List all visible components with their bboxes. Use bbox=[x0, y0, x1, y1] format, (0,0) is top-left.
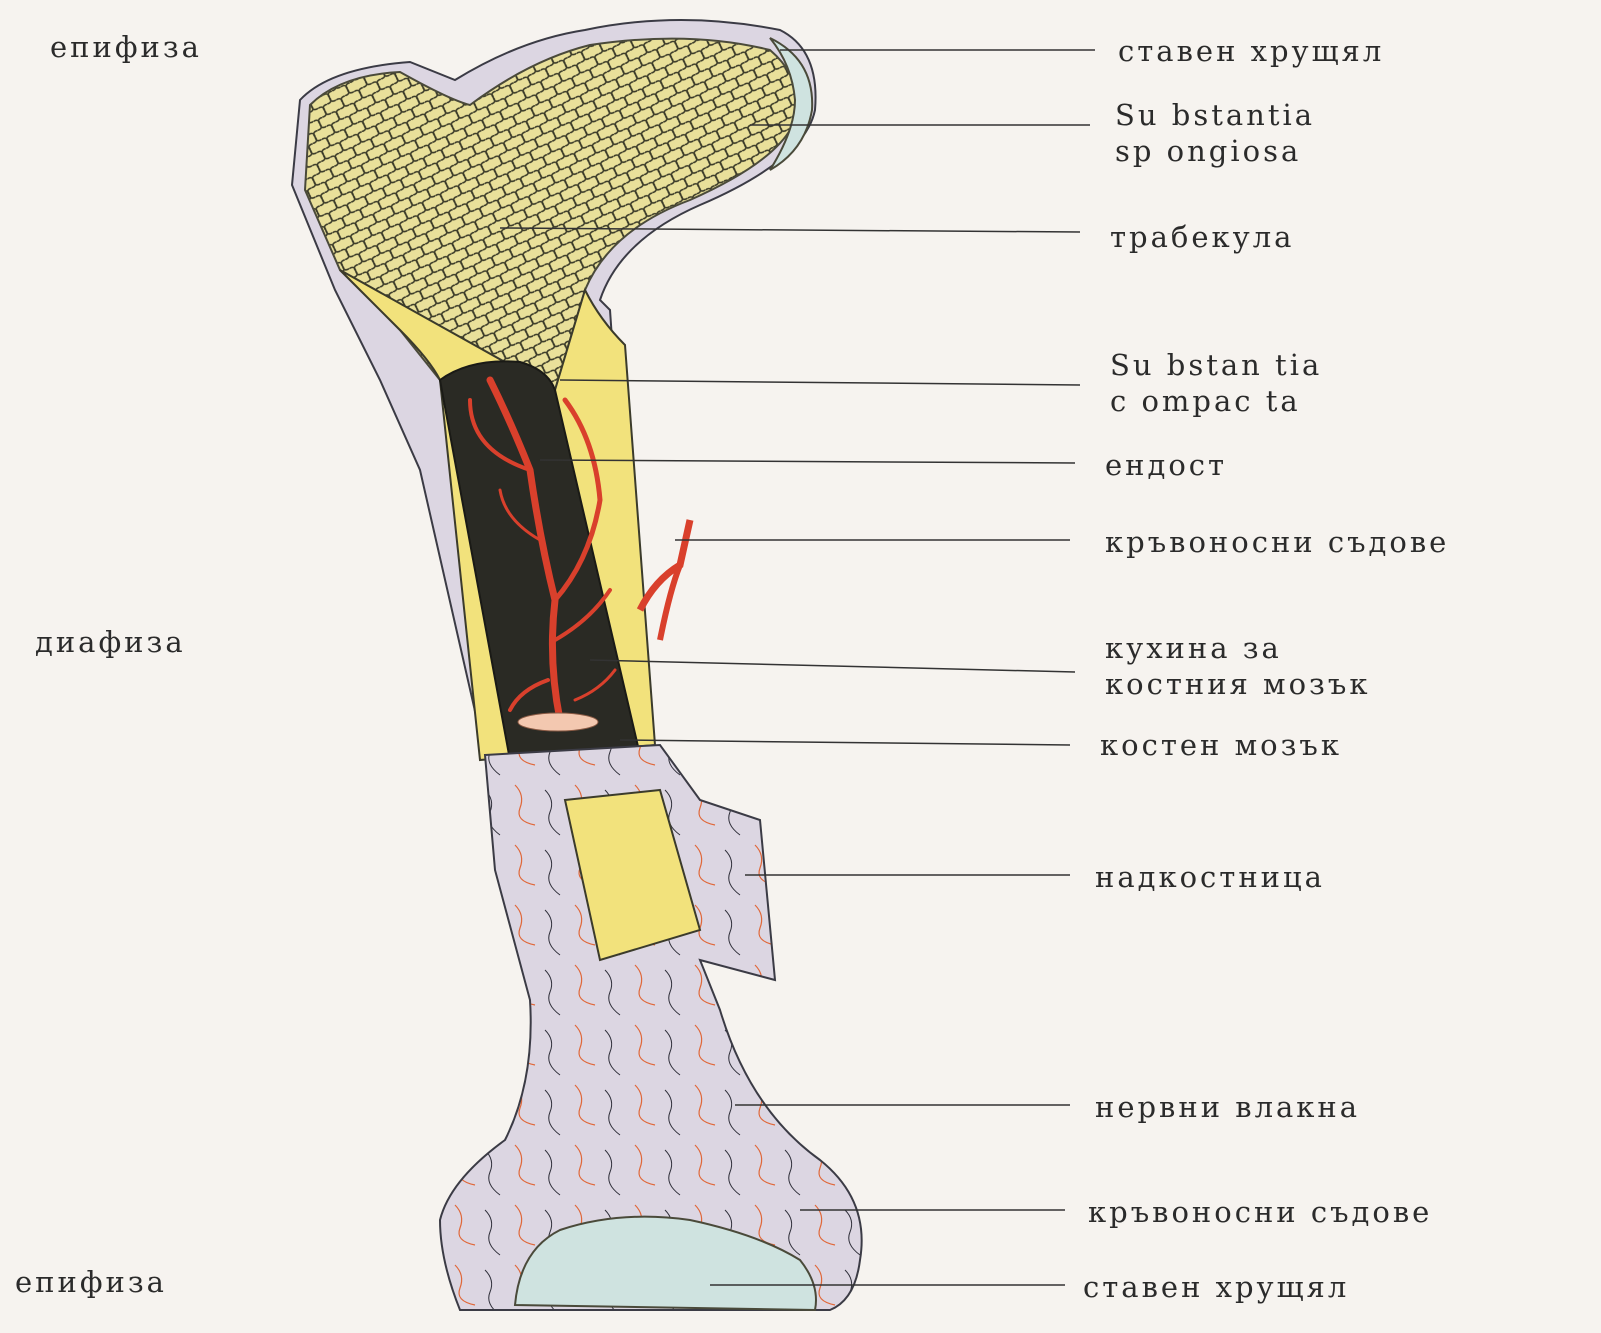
label-epiphysis-top: епифиза bbox=[50, 30, 202, 64]
label-epiphysis-bottom: епифиза bbox=[15, 1265, 167, 1299]
label-diaphysis: диафиза bbox=[35, 625, 186, 659]
label-substantia-compacta: Su bstan tia c ompac ta bbox=[1110, 347, 1322, 419]
label-bone-marrow: костен мозък bbox=[1100, 728, 1342, 762]
label-spongiosa-line1: Su bstantia bbox=[1115, 97, 1315, 133]
label-nerve-fibers: нервни влакна bbox=[1095, 1090, 1360, 1124]
label-blood-vessels-top: кръвоносни съдове bbox=[1105, 525, 1449, 559]
label-endosteum: ендост bbox=[1105, 448, 1227, 482]
label-marrow-cavity: кухина за костния мозък bbox=[1105, 630, 1370, 702]
label-compacta-line1: Su bstan tia bbox=[1110, 347, 1322, 383]
label-blood-vessels-bottom: кръвоносни съдове bbox=[1088, 1195, 1432, 1229]
label-articular-cartilage-top: ставен хрущял bbox=[1118, 34, 1384, 68]
label-cavity-line2: костния мозък bbox=[1105, 666, 1370, 702]
label-periosteum: надкостница bbox=[1095, 860, 1325, 894]
label-cavity-line1: кухина за bbox=[1105, 630, 1370, 666]
label-spongiosa-line2: sp ongiosa bbox=[1115, 133, 1315, 169]
label-trabecula: трабекула bbox=[1110, 220, 1294, 254]
label-substantia-spongiosa: Su bstantia sp ongiosa bbox=[1115, 97, 1315, 169]
marrow-cross-section bbox=[518, 713, 598, 731]
external-vessel bbox=[640, 520, 690, 610]
label-articular-cartilage-bottom: ставен хрущял bbox=[1083, 1270, 1349, 1304]
label-compacta-line2: c ompac ta bbox=[1110, 383, 1322, 419]
